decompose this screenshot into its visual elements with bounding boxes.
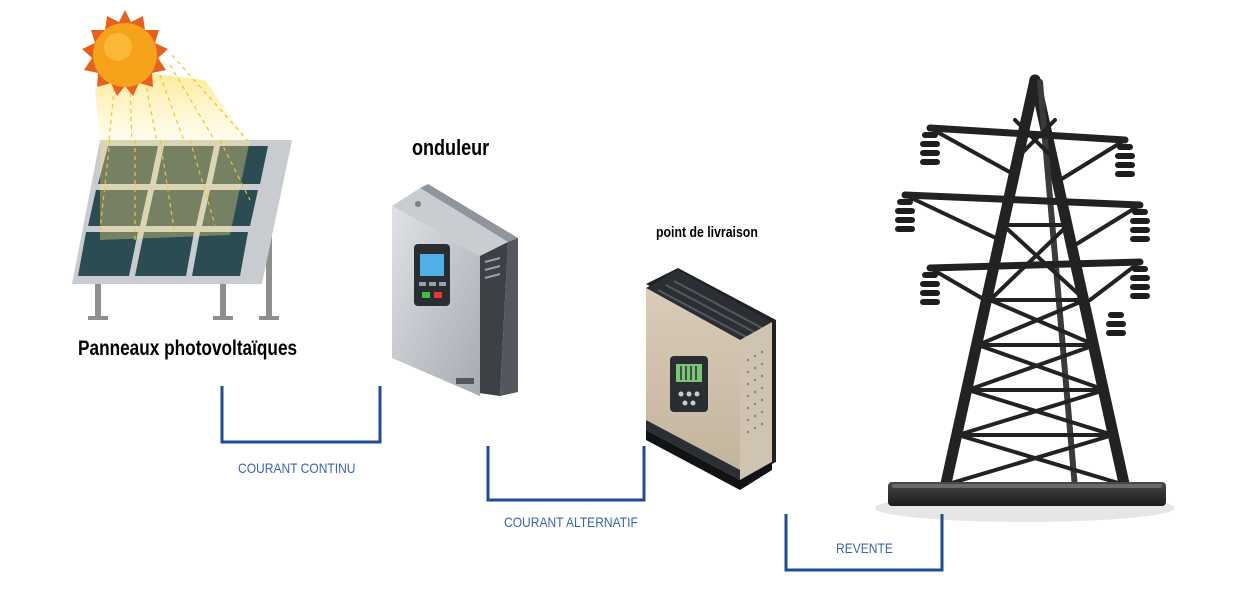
connector-ac bbox=[486, 446, 646, 502]
connector-dc bbox=[220, 386, 382, 444]
sun-icon bbox=[82, 10, 266, 241]
flow-label-resale: REVENTE bbox=[836, 540, 893, 556]
inverter-label: onduleur bbox=[412, 135, 490, 160]
delivery-point-label: point de livraison bbox=[656, 224, 758, 241]
pylon-frame bbox=[901, 74, 1144, 494]
flow-label-dc: COURANT CONTINU bbox=[238, 460, 356, 476]
pylon-icon bbox=[875, 74, 1175, 522]
solar-panel-icon bbox=[72, 139, 292, 320]
inverter-icon bbox=[392, 184, 518, 396]
delivery-point-icon bbox=[646, 268, 776, 490]
solar-cells bbox=[78, 146, 268, 276]
pylon-insulators bbox=[895, 132, 1150, 336]
connector-resale bbox=[784, 514, 944, 572]
panels-label: Panneaux photovoltaïques bbox=[78, 337, 298, 360]
flow-label-ac: COURANT ALTERNATIF bbox=[504, 514, 638, 530]
delivery-vents bbox=[746, 350, 764, 434]
